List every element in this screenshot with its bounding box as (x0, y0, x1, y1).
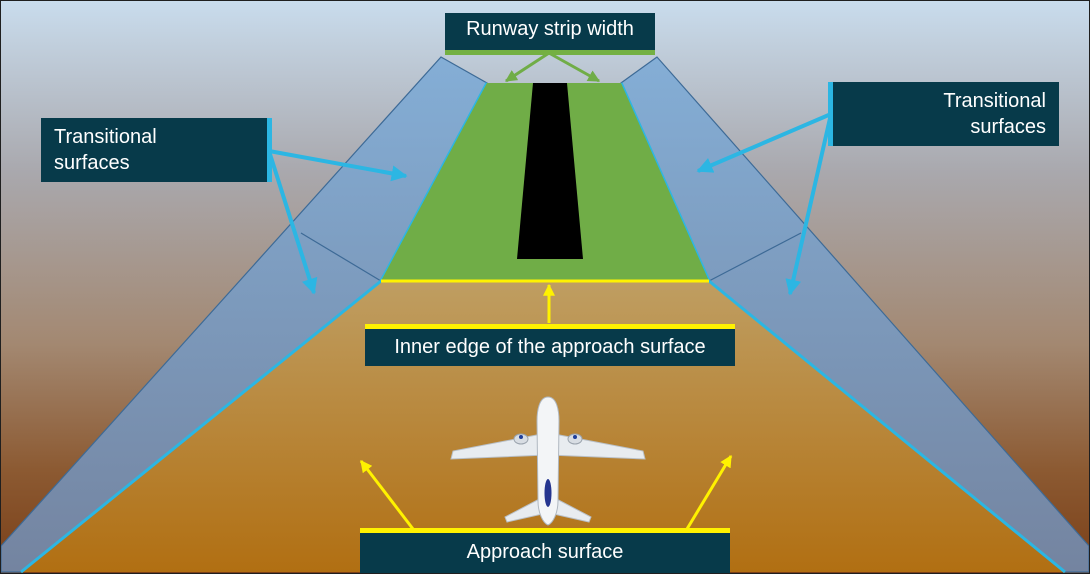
runway-strip-width-text: Runway strip width (466, 18, 634, 40)
runway (517, 83, 583, 259)
transitional-left-text-line2: surfaces (54, 152, 130, 174)
strip-width-arrow-left (504, 51, 550, 83)
transitional-arrow-right-upper (696, 112, 832, 173)
transitional-arrow-left-upper (268, 149, 408, 182)
transitional-left-text-line1: Transitional (54, 126, 157, 148)
strip-width-arrow-right (548, 51, 601, 83)
transitional-arrow-left-lower (267, 150, 318, 295)
inner-edge-label: Inner edge of the approach surface (365, 324, 735, 366)
transitional-surfaces-label-left: Transitional surfaces (41, 118, 272, 182)
runway-strip-width-label: Runway strip width (445, 13, 655, 55)
transitional-arrow-right-lower (785, 113, 833, 296)
transitional-surfaces-label-right: Transitional surfaces (828, 82, 1059, 146)
approach-arrow-right (685, 454, 733, 530)
inner-edge-text: Inner edge of the approach surface (394, 336, 706, 358)
approach-surface-label: Approach surface (360, 528, 730, 573)
airplane-icon (450, 396, 646, 526)
approach-surface-text: Approach surface (466, 541, 624, 563)
transitional-right-text-line2: surfaces (970, 116, 1046, 138)
transitional-right-text-line1: Transitional (943, 90, 1046, 112)
approach-arrow-left (359, 460, 415, 530)
